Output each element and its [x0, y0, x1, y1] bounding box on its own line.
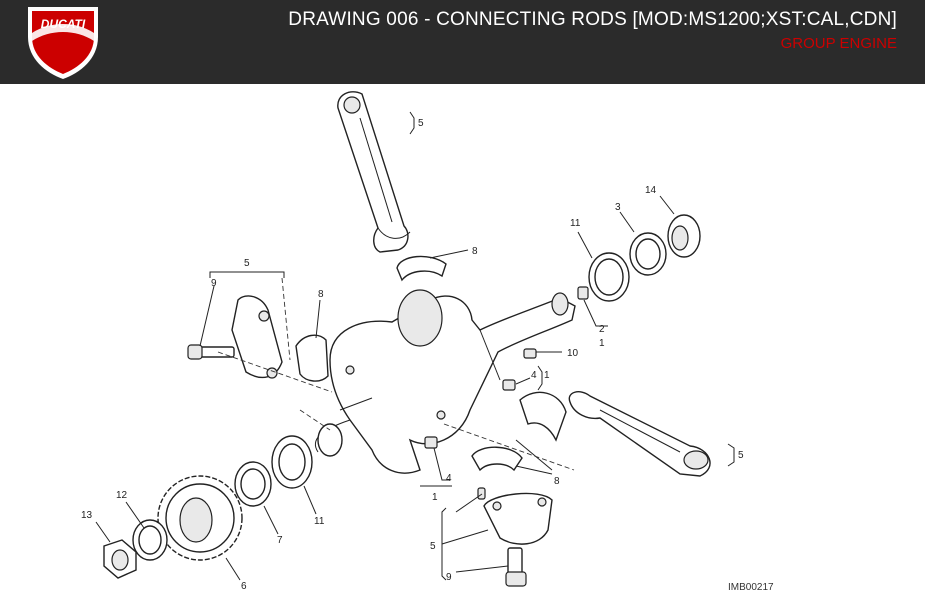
- page-title: DRAWING 006 - CONNECTING RODS [MOD:MS120…: [288, 9, 897, 30]
- rod-cap-left[interactable]: [231, 295, 283, 379]
- ducati-logo[interactable]: DUCATI: [22, 3, 104, 81]
- callout-8-bottom[interactable]: 8: [554, 476, 560, 487]
- callout-3[interactable]: 3: [615, 202, 621, 213]
- callout-8-left[interactable]: 8: [318, 289, 324, 300]
- plug-10[interactable]: [523, 348, 537, 359]
- callout-4-bottom[interactable]: 4: [446, 473, 452, 484]
- washer-3[interactable]: [629, 232, 667, 276]
- callout-5-bottom[interactable]: 5: [430, 541, 436, 552]
- dowel-pin[interactable]: [477, 487, 486, 500]
- bearing-shell-left[interactable]: [295, 334, 329, 382]
- washer-11-right[interactable]: [588, 252, 630, 302]
- connecting-rod-right[interactable]: [568, 391, 711, 477]
- gear-6[interactable]: [157, 475, 243, 561]
- callout-12[interactable]: 12: [116, 490, 128, 501]
- bearing-shell-right[interactable]: [519, 391, 567, 442]
- drawing-reference-code: IMB00217: [728, 582, 774, 593]
- callout-5-right[interactable]: 5: [738, 450, 744, 461]
- callout-9-bottom[interactable]: 9: [446, 572, 452, 583]
- bolt-9-left[interactable]: [187, 344, 235, 360]
- callout-6[interactable]: 6: [241, 581, 247, 592]
- washer-11-bottom[interactable]: [271, 435, 313, 489]
- washer-7[interactable]: [234, 461, 272, 507]
- callout-10[interactable]: 10: [567, 348, 579, 359]
- callout-13[interactable]: 13: [81, 510, 93, 521]
- plug-4-mid[interactable]: [502, 379, 516, 391]
- callout-11-bottom[interactable]: 11: [314, 516, 325, 527]
- rod-cap-bottom[interactable]: [483, 492, 553, 545]
- washer-12[interactable]: [132, 519, 168, 561]
- callout-11-right[interactable]: 11: [570, 218, 581, 229]
- pin-2[interactable]: [577, 286, 589, 300]
- callout-1-bottom[interactable]: 1: [432, 492, 438, 503]
- callout-5-left[interactable]: 5: [244, 258, 250, 269]
- bearing-shell-top[interactable]: [396, 255, 447, 282]
- bolt-9-bottom[interactable]: [505, 547, 527, 587]
- logo-wordmark: DUCATI: [41, 17, 86, 31]
- callout-7[interactable]: 7: [277, 535, 283, 546]
- callout-2[interactable]: 2: [599, 324, 605, 335]
- callout-9-left[interactable]: 9: [211, 278, 217, 289]
- callout-14[interactable]: 14: [645, 185, 657, 196]
- group-link[interactable]: GROUP ENGINE: [780, 35, 897, 52]
- callout-5-top[interactable]: 5: [418, 118, 424, 129]
- callout-1-mid[interactable]: 1: [544, 370, 550, 381]
- nut-13[interactable]: [103, 539, 137, 579]
- callout-1-right[interactable]: 1: [599, 338, 605, 349]
- nut-14[interactable]: [667, 214, 701, 258]
- callout-8-top[interactable]: 8: [472, 246, 478, 257]
- connecting-rod-top[interactable]: [337, 91, 411, 253]
- crankshaft[interactable]: [314, 289, 576, 474]
- callout-4-mid[interactable]: 4: [531, 370, 537, 381]
- exploded-parts-diagram: 5 8 14 3 11 5 9 8 2 1 10 4 1 5 8 4 1 12 …: [81, 91, 744, 592]
- page-header: DUCATI DRAWING 006 - CONNECTING RODS [MO…: [0, 0, 925, 84]
- plug-4-bottom[interactable]: [424, 436, 438, 449]
- bearing-shell-bottom[interactable]: [471, 446, 523, 472]
